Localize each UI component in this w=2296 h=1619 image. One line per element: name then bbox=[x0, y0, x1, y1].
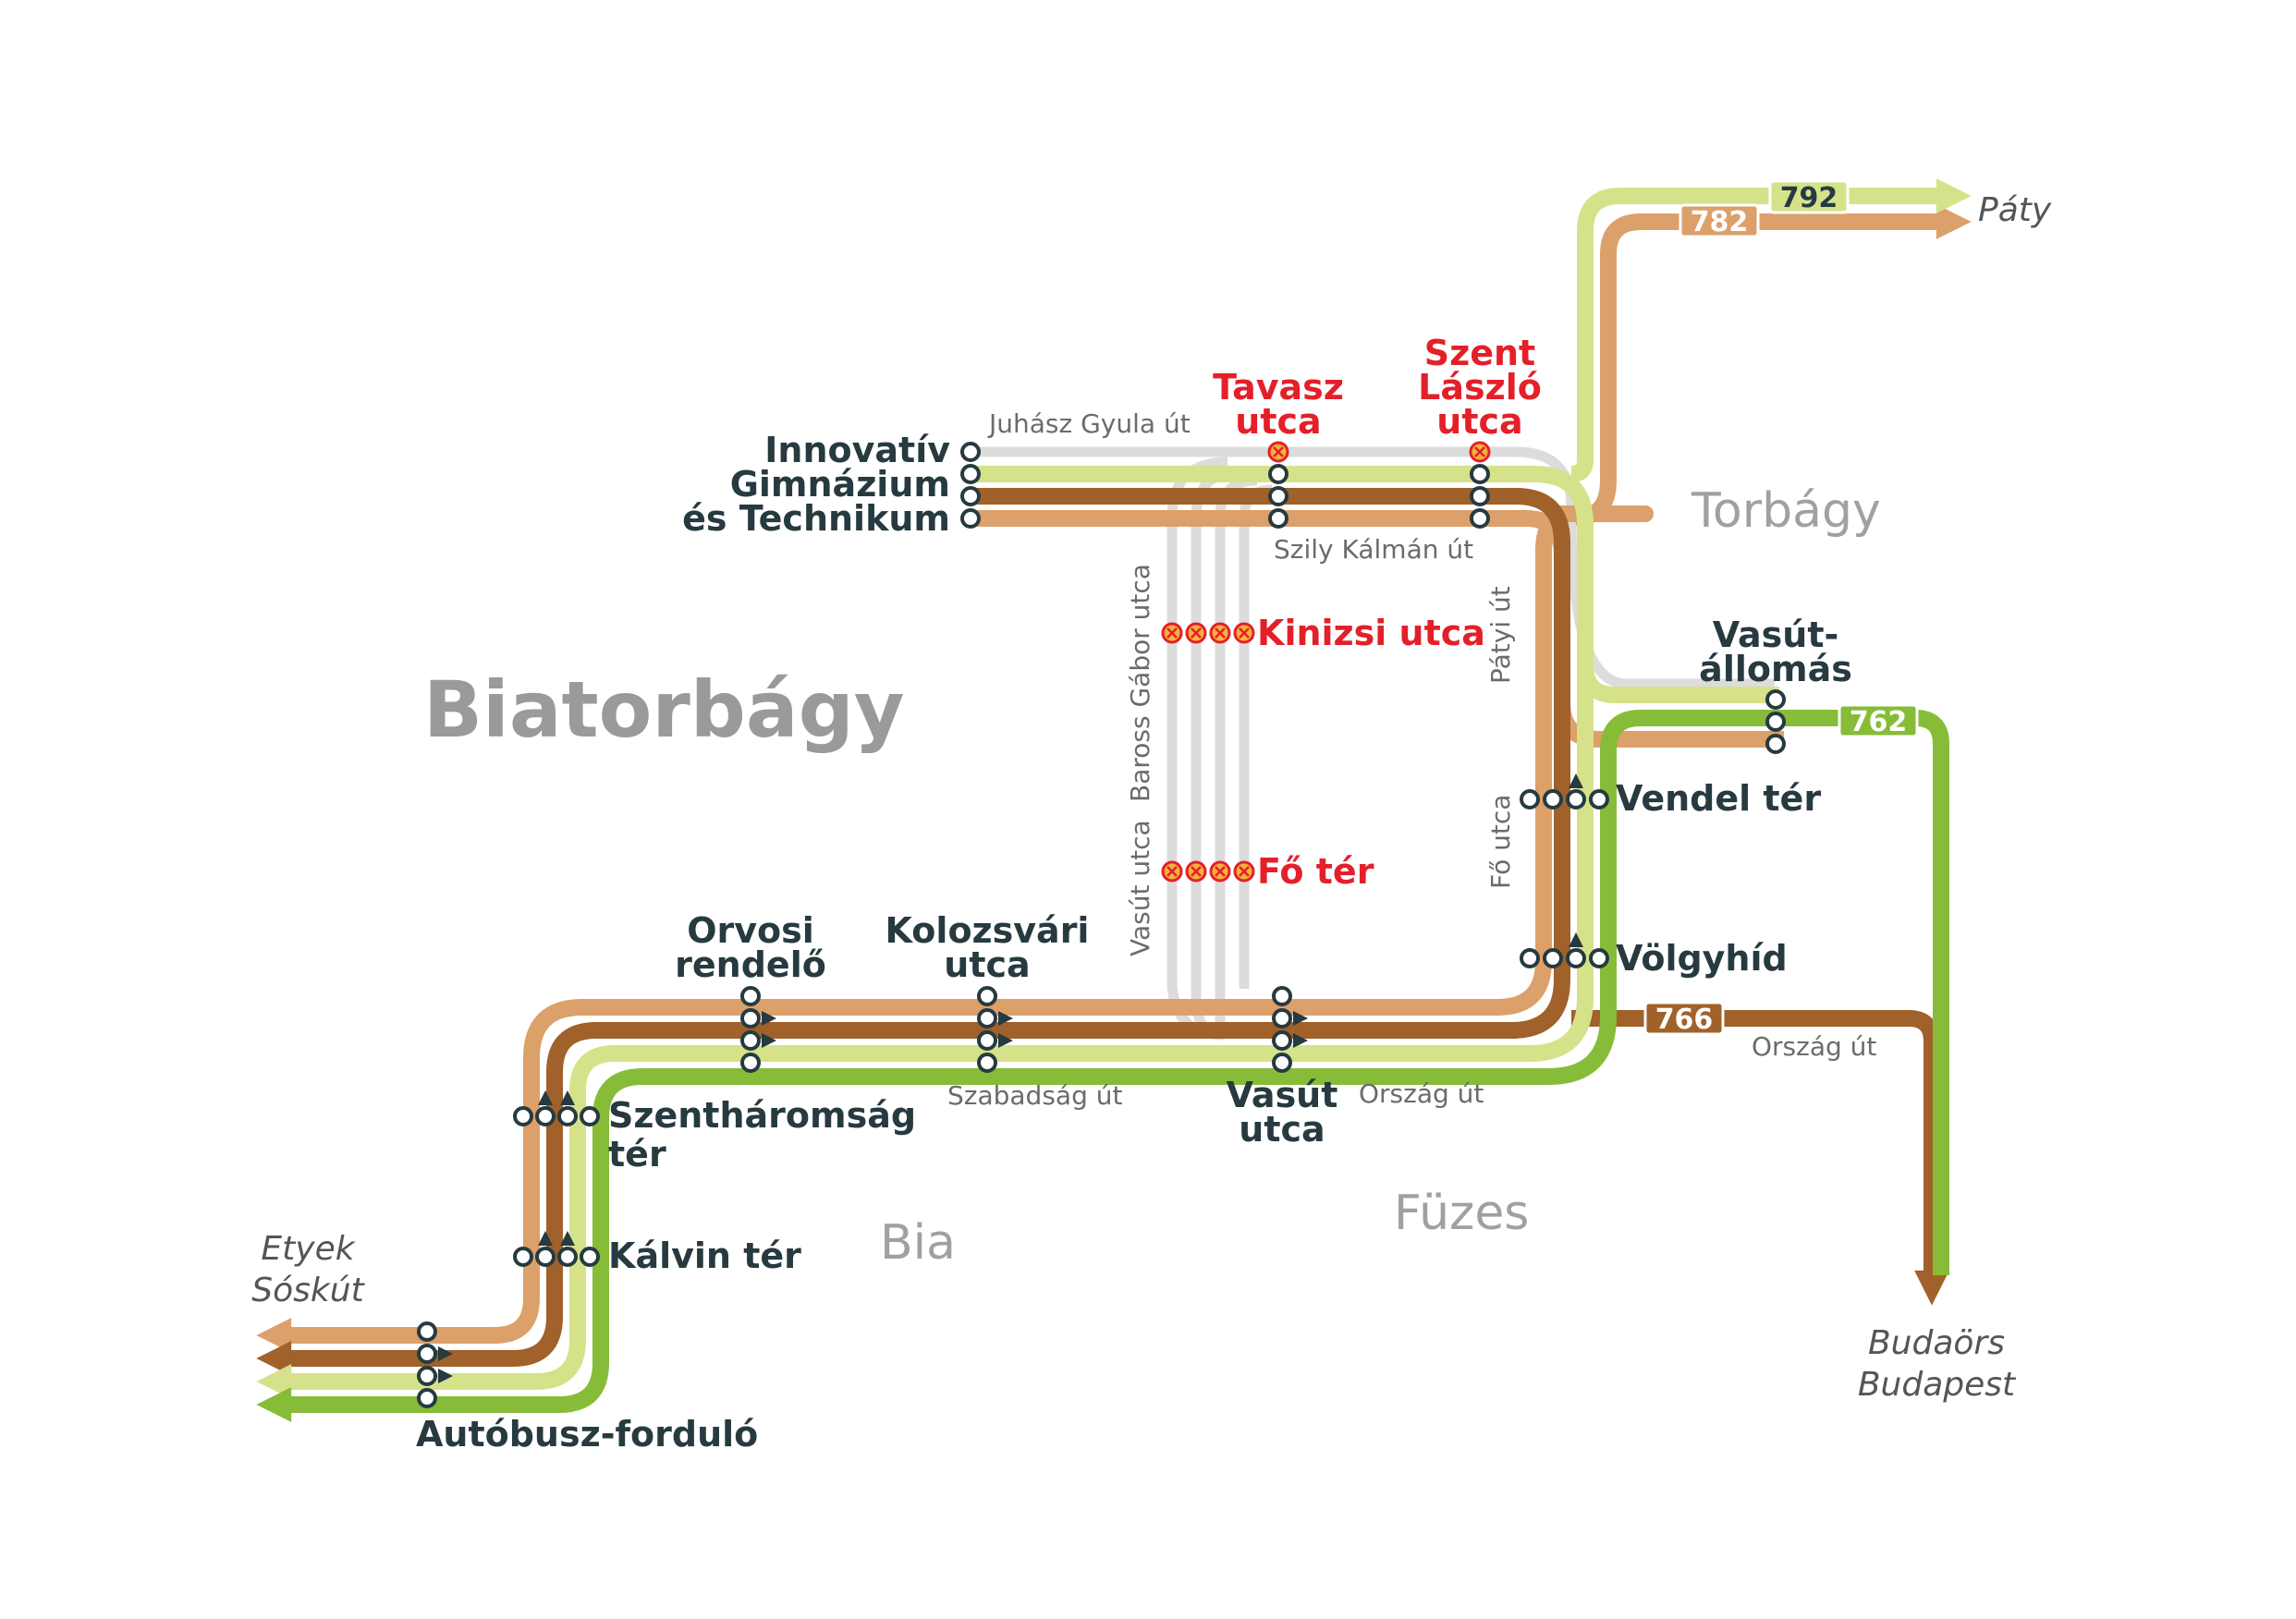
closed-stop-markers bbox=[1161, 441, 1491, 883]
direction-arrow-icon bbox=[560, 1231, 575, 1246]
stop-label-orvosi-2: rendelő bbox=[675, 944, 826, 985]
closed-stop-fo-ter-icon bbox=[1161, 860, 1255, 883]
destination-east-2: Budapest bbox=[1858, 1366, 2017, 1404]
stop-orvosi-dots[interactable] bbox=[740, 986, 761, 1073]
direction-arrow-icon bbox=[1293, 1033, 1308, 1048]
direction-arrow-icon bbox=[538, 1090, 553, 1105]
closed-stop-kinizsi-icon bbox=[1161, 622, 1255, 644]
stop-innovativ-dots[interactable] bbox=[960, 442, 981, 529]
stop-vendel-dots[interactable] bbox=[1520, 789, 1609, 810]
direction-arrow-icon bbox=[998, 1033, 1013, 1048]
closed-label-szent-laszlo-2: László bbox=[1418, 367, 1542, 408]
closed-label-szent-laszlo-1: Szent bbox=[1424, 333, 1535, 373]
stop-vasutallomas-dots[interactable] bbox=[1765, 689, 1786, 754]
stop-autobusz-dots[interactable] bbox=[417, 1321, 437, 1408]
stop-label-vasutallomas-2: állomás bbox=[1699, 649, 1852, 689]
line-badge-782: 782 bbox=[1679, 203, 1760, 238]
closed-stop-tavasz-icon bbox=[1267, 441, 1289, 463]
closed-stop-szent-laszlo-icon bbox=[1469, 441, 1491, 463]
direction-arrow-icon bbox=[998, 1011, 1013, 1026]
street-label-baross: Baross Gábor utca bbox=[1125, 564, 1155, 802]
closed-label-tavasz-1: Tavasz bbox=[1213, 367, 1344, 408]
direction-arrow-icon bbox=[762, 1033, 776, 1048]
direction-arrow-icon bbox=[438, 1346, 453, 1361]
direction-arrow-icon bbox=[1293, 1011, 1308, 1026]
direction-arrow-icon bbox=[762, 1011, 776, 1026]
route-line-792 bbox=[256, 466, 1594, 1399]
district-fuzes: Füzes bbox=[1394, 1186, 1529, 1241]
route-line-792-north bbox=[1570, 178, 1972, 482]
stop-label-innovativ-1: Innovatív bbox=[764, 430, 950, 470]
district-torbagy: Torbágy bbox=[1691, 483, 1881, 539]
closed-route-d bbox=[1215, 475, 1258, 1041]
stop-label-vasutallomas-1: Vasút- bbox=[1713, 615, 1839, 655]
closed-label-fo-ter: Fő tér bbox=[1257, 851, 1374, 892]
stop-label-orvosi-1: Orvosi bbox=[687, 910, 814, 951]
stop-label-kolozsvari-2: utca bbox=[944, 944, 1030, 985]
destination-west-2: Sóskút bbox=[251, 1272, 365, 1309]
destination-paty: Páty bbox=[1978, 191, 2052, 229]
stop-kalvin-dots[interactable] bbox=[513, 1247, 600, 1267]
badge-762-text: 762 bbox=[1850, 706, 1908, 738]
direction-arrow-icon bbox=[538, 1231, 553, 1246]
closed-label-szent-laszlo-3: utca bbox=[1436, 401, 1522, 442]
street-label-juhasz: Juhász Gyula út bbox=[987, 408, 1191, 439]
street-label-patyi: Pátyi út bbox=[1485, 586, 1516, 684]
stop-label-vendel: Vendel tér bbox=[1616, 778, 1821, 819]
closed-label-tavasz-2: utca bbox=[1235, 401, 1321, 442]
line-badge-766: 766 bbox=[1643, 1001, 1725, 1036]
badge-792-text: 792 bbox=[1780, 182, 1838, 214]
route-line-766-east bbox=[1571, 1010, 1949, 1306]
street-label-szabadsag: Szabadság út bbox=[947, 1080, 1123, 1111]
line-badge-792: 792 bbox=[1768, 179, 1850, 214]
stop-label-szentharomsag-1: Szentháromság bbox=[608, 1095, 916, 1136]
line-badge-762: 762 bbox=[1838, 703, 1919, 738]
direction-arrow-icon bbox=[1569, 932, 1583, 947]
destination-east-1: Budaörs bbox=[1868, 1324, 2005, 1362]
direction-arrow-icon bbox=[1569, 773, 1583, 788]
stop-szily-dots[interactable] bbox=[1268, 464, 1288, 529]
closed-route-a bbox=[971, 446, 1775, 689]
badge-766-text: 766 bbox=[1655, 1004, 1714, 1036]
direction-arrows bbox=[438, 773, 1583, 1383]
destination-west-1: Etyek bbox=[261, 1230, 356, 1268]
route-line-782-north bbox=[1575, 204, 1972, 526]
stop-label-autobusz: Autóbusz-forduló bbox=[416, 1414, 758, 1455]
stop-label-kolozsvari-1: Kolozsvári bbox=[885, 910, 1090, 951]
stop-label-kalvin: Kálvin tér bbox=[608, 1236, 801, 1276]
stop-szent-laszlo-dots[interactable] bbox=[1470, 464, 1490, 529]
town-name: Biatorbágy bbox=[423, 664, 905, 755]
stop-label-vasut-utca-2: utca bbox=[1239, 1109, 1325, 1150]
street-label-vasut: Vasút utca bbox=[1125, 820, 1155, 956]
stop-label-vasut-utca-1: Vasút bbox=[1227, 1075, 1338, 1115]
stop-label-szentharomsag-2: tér bbox=[608, 1134, 666, 1175]
street-label-fo: Fő utca bbox=[1485, 795, 1516, 889]
street-label-szily: Szily Kálmán út bbox=[1274, 534, 1473, 565]
badge-782-text: 782 bbox=[1691, 206, 1749, 238]
stop-label-volgyhid: Völgyhíd bbox=[1616, 938, 1788, 979]
route-line-792-station bbox=[1577, 664, 1779, 703]
stop-vasut-utca-dots[interactable] bbox=[1272, 986, 1292, 1073]
direction-arrow-icon bbox=[560, 1090, 575, 1105]
closed-route-e bbox=[1239, 484, 1273, 989]
stop-kolozsvari-dots[interactable] bbox=[977, 986, 997, 1073]
district-bia: Bia bbox=[880, 1215, 956, 1271]
stop-szentharomsag-dots[interactable] bbox=[513, 1106, 600, 1126]
street-label-orszag-2: Ország út bbox=[1752, 1031, 1876, 1062]
stop-volgyhid-dots[interactable] bbox=[1520, 948, 1609, 968]
street-label-orszag-1: Ország út bbox=[1359, 1078, 1484, 1109]
stop-markers bbox=[417, 442, 1786, 1408]
stop-label-innovativ-2: Gimnázium bbox=[730, 464, 950, 505]
route-line-766 bbox=[256, 488, 1570, 1376]
stop-label-innovativ-3: és Technikum bbox=[682, 498, 950, 539]
direction-arrow-icon bbox=[438, 1369, 453, 1383]
closed-label-kinizsi: Kinizsi utca bbox=[1257, 613, 1485, 653]
